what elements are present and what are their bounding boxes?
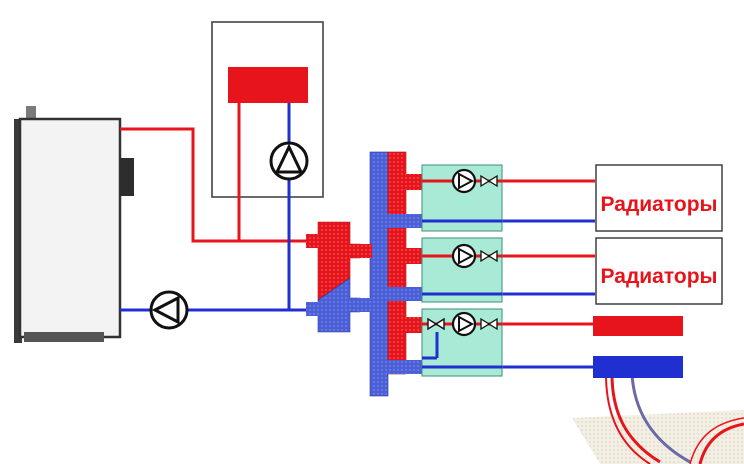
return-pipes	[120, 103, 595, 369]
mixing-valve-icon	[427, 317, 445, 331]
ball-valve-3-icon	[480, 317, 498, 331]
floor-supply-manifold	[593, 316, 683, 336]
module-pump-1-icon	[451, 168, 477, 194]
radiator-mid-label: Радиаторы	[601, 265, 718, 288]
module-pump-2-icon	[451, 243, 477, 269]
boiler-icon	[14, 106, 134, 343]
floor-heating-icon	[572, 373, 744, 464]
floor-return-manifold	[593, 356, 683, 378]
module-pump-3-icon	[451, 311, 477, 337]
radiator-box-mid: Радиаторы	[595, 237, 723, 305]
hydraulic-separator	[306, 221, 361, 333]
ball-valve-2-icon	[480, 249, 498, 263]
radiator-top-label: Радиаторы	[601, 193, 718, 216]
supply-pipes	[120, 103, 595, 326]
boiler-pump-icon	[149, 290, 189, 330]
distribution-manifold	[358, 151, 422, 397]
ball-valve-1-icon	[480, 174, 498, 188]
water-heater-icon	[211, 21, 324, 198]
radiator-box-top: Радиаторы	[595, 164, 723, 232]
water-heater-pump-icon	[269, 141, 309, 181]
